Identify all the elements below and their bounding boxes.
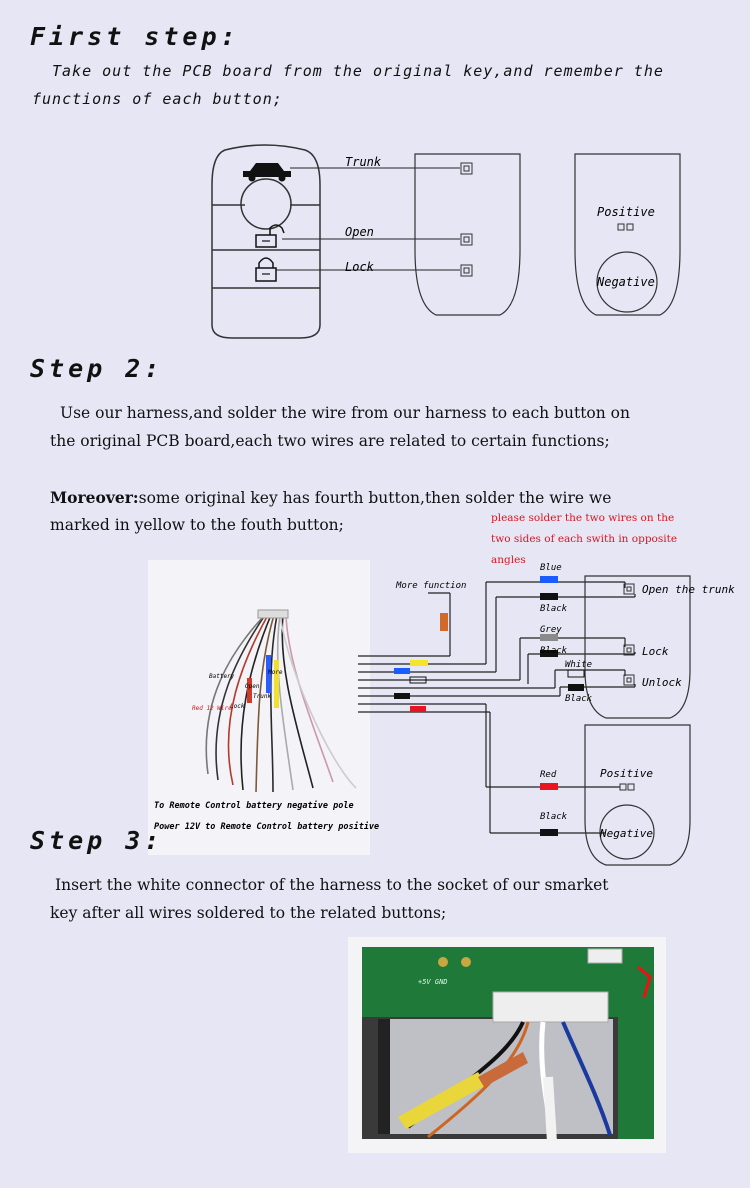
wiring-schematic: More function Blue Black Grey Black Whit… bbox=[358, 563, 735, 866]
photo-label-more: More bbox=[267, 669, 283, 676]
board-silk-label: +5V GND bbox=[418, 978, 448, 986]
label-switch-lock: Lock bbox=[642, 645, 669, 658]
unlock-icon bbox=[255, 224, 285, 248]
label-open: Open bbox=[345, 225, 374, 239]
marker-black-4 bbox=[540, 829, 558, 836]
step1-heading: First step: bbox=[30, 22, 240, 51]
photo-label-battery: Battery bbox=[209, 673, 235, 680]
label-switch-negative: Negative bbox=[599, 827, 653, 840]
moreover-line1: Moreover:some original key has fourth bu… bbox=[50, 488, 611, 507]
red-note-line2: two sides of each swith in opposite bbox=[491, 533, 678, 545]
battery-circle bbox=[596, 251, 658, 313]
label-blue: Blue bbox=[540, 563, 562, 573]
label-white: White bbox=[565, 660, 592, 670]
moreover-label: Moreover: bbox=[50, 488, 139, 507]
label-black-1: Black bbox=[540, 604, 568, 614]
marker-red bbox=[540, 783, 558, 790]
photo-label-red12: Red 12 Wire bbox=[192, 705, 232, 712]
key-fob-outline bbox=[211, 144, 321, 339]
label-grey: Grey bbox=[540, 625, 562, 635]
pcb-board-front bbox=[414, 153, 521, 316]
connector-icon bbox=[257, 609, 289, 619]
marker-more-function bbox=[440, 613, 448, 631]
photo-label-open: Open bbox=[245, 683, 260, 690]
label-negative: Negative bbox=[596, 275, 655, 289]
label-black-4: Black bbox=[540, 812, 568, 822]
red-note-line1: please solder the two wires on the bbox=[491, 512, 675, 524]
step3-text-line1: Insert the white connector of the harnes… bbox=[55, 876, 609, 894]
label-red: Red bbox=[540, 770, 557, 780]
step3-heading: Step 3: bbox=[30, 826, 164, 855]
photo-label-lock: Lock bbox=[230, 703, 245, 710]
label-unlock: Unlock bbox=[642, 676, 682, 689]
white-connector bbox=[492, 991, 609, 1023]
red-note-line3: angles bbox=[491, 554, 526, 566]
switch-board bbox=[584, 575, 691, 719]
step1-text-line2: functions of each button; bbox=[32, 90, 283, 108]
photo-caption1: To Remote Control battery negative pole bbox=[154, 800, 354, 811]
harness-photo: Battery Open More Trunk Lock Red 12 Wire… bbox=[148, 560, 379, 855]
label-black-3: Black bbox=[565, 694, 593, 704]
step2-heading: Step 2: bbox=[30, 354, 164, 383]
step1-text-line1: Take out the PCB board from the original… bbox=[52, 62, 664, 80]
label-switch-positive: Positive bbox=[600, 767, 653, 780]
step2-text-line2: the original PCB board,each two wires ar… bbox=[50, 432, 610, 450]
lock-icon bbox=[255, 257, 277, 282]
marker-black-1 bbox=[540, 593, 558, 600]
step3-text-line2: key after all wires soldered to the rela… bbox=[50, 904, 447, 922]
marker-black-2 bbox=[540, 650, 558, 657]
marker-blue bbox=[540, 576, 558, 583]
board-photo: +5V GND bbox=[348, 937, 666, 1153]
label-lock: Lock bbox=[345, 260, 375, 274]
car-icon bbox=[243, 163, 291, 182]
photo-label-trunk: Trunk bbox=[253, 693, 271, 700]
label-trunk: Trunk bbox=[345, 155, 382, 169]
marker-grey bbox=[540, 634, 558, 641]
moreover-text: some original key has fourth button,then… bbox=[138, 489, 612, 507]
photo-caption2: Power 12V to Remote Control battery posi… bbox=[154, 821, 379, 832]
label-black-2: Black bbox=[540, 646, 568, 656]
marker-white bbox=[567, 669, 585, 678]
label-more-function: More function bbox=[395, 581, 466, 591]
marker-black-3 bbox=[568, 684, 584, 691]
step1-key-diagram: Trunk Open Lock Positive Negative bbox=[211, 144, 681, 339]
battery-board bbox=[584, 724, 691, 866]
label-open-trunk: Open the trunk bbox=[642, 583, 735, 596]
step2-text-line1: Use our harness,and solder the wire from… bbox=[60, 404, 630, 422]
label-positive: Positive bbox=[597, 205, 655, 219]
center-button-ring bbox=[240, 178, 292, 230]
moreover-line2: marked in yellow to the fouth button; bbox=[50, 516, 344, 534]
pcb-board-back bbox=[574, 153, 681, 316]
